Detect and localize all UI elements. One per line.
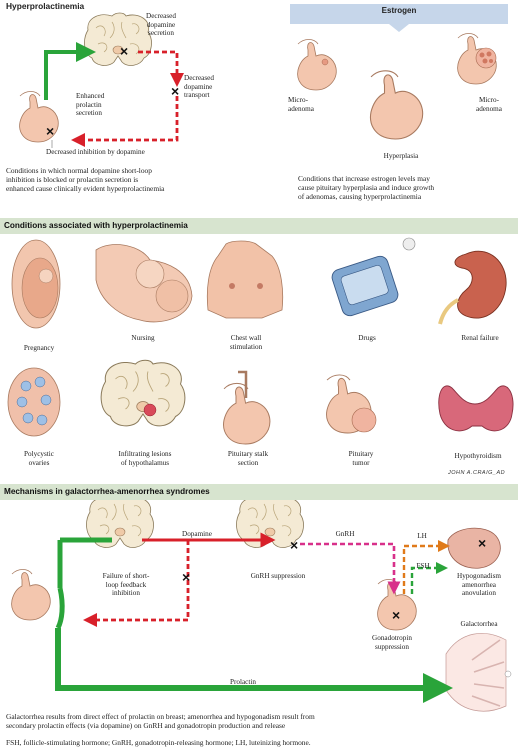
condition-hypothalamus-label: Infiltrating lesions of hypothalamus	[118, 450, 172, 467]
nursing-art	[95, 244, 193, 323]
condition-renal-failure-label: Renal failure	[461, 334, 499, 342]
top-left-caption: Conditions in which normal dopamine shor…	[6, 166, 165, 194]
decreased-transport-label: Decreased dopamine transport	[184, 74, 214, 100]
drugs-art	[331, 237, 416, 317]
svg-text:×: ×	[392, 607, 400, 623]
hypothalamus-art	[100, 359, 186, 427]
mechanisms-caption: Galactorrhea results from direct effect …	[6, 712, 315, 731]
svg-text:×: ×	[46, 123, 54, 139]
gonadotropin-suppression-label: Gonadotropin suppression	[372, 634, 412, 651]
conditions-header: Conditions associated with hyperprolacti…	[0, 218, 518, 234]
svg-text:×: ×	[171, 83, 179, 99]
micro-adenoma-right-label: Micro- adenoma	[476, 96, 502, 113]
decreased-inhibition-label: Decreased inhibition by dopamine	[46, 148, 145, 156]
condition-pituitary-tumor-label: Pituitary tumor	[348, 450, 374, 467]
top-right-caption: Conditions that increase estrogen levels…	[298, 174, 435, 202]
fsh-label: FSH	[416, 562, 430, 570]
kidney-art	[438, 250, 507, 325]
mechanisms-artwork: × × × ×	[11, 494, 512, 712]
estrogen-artwork	[290, 4, 508, 140]
galactorrhea-label: Galactorrhea	[460, 620, 498, 628]
mechanisms-header: Mechanisms in galactorrhea-amenorrhea sy…	[0, 484, 518, 500]
svg-text:×: ×	[478, 535, 486, 551]
stalk-section-art	[223, 370, 271, 445]
condition-drugs-label: Drugs	[358, 334, 376, 342]
lh-label: LH	[417, 532, 427, 540]
abbreviations-note: FSH, follicle-stimulating hormone; GnRH,…	[6, 738, 311, 747]
hypogonadism-label: Hypogonadism amenorrhea anovulation	[457, 572, 501, 598]
condition-stalk-label: Pituitary stalk section	[227, 450, 269, 467]
chest-wall-art	[206, 240, 284, 319]
condition-pregnancy-label: Pregnancy	[23, 344, 55, 352]
ovaries-art	[7, 367, 61, 437]
enhanced-prolactin-label: Enhanced prolactin secretion	[76, 92, 105, 118]
top-left-artwork: × × ×	[19, 12, 184, 148]
svg-text:×: ×	[290, 537, 298, 553]
svg-text:×: ×	[182, 569, 190, 585]
condition-ovaries-label: Polycystic ovaries	[24, 450, 54, 467]
pregnancy-art	[11, 239, 61, 329]
estrogen-banner: Estrogen	[381, 6, 417, 15]
decreased-secretion-label: Decreased dopamine secretion	[146, 12, 176, 38]
gnrh-suppression-label: GnRH suppression	[250, 572, 306, 580]
gnrh-label: GnRH	[335, 530, 355, 538]
pituitary-tumor-art	[326, 374, 377, 434]
svg-text:×: ×	[120, 43, 128, 59]
micro-adenoma-left-label: Micro- adenoma	[288, 96, 314, 113]
artist-signature: JOHN A.CRAIG_AD	[448, 470, 506, 476]
prolactin-label: Prolactin	[230, 678, 256, 686]
thyroid-art	[438, 385, 514, 432]
hyperplasia-label: Hyperplasia	[383, 152, 419, 160]
condition-chest-wall-label: Chest wall stimulation	[229, 334, 263, 351]
condition-hypothyroidism-label: Hypothyroidism	[454, 452, 502, 460]
dopamine-label: Dopamine	[182, 530, 212, 538]
failure-feedback-label: Failure of short- loop feedback inhibiti…	[102, 572, 150, 598]
condition-nursing-label: Nursing	[131, 334, 155, 342]
top-left-title: Hyperprolactinemia	[6, 1, 85, 11]
